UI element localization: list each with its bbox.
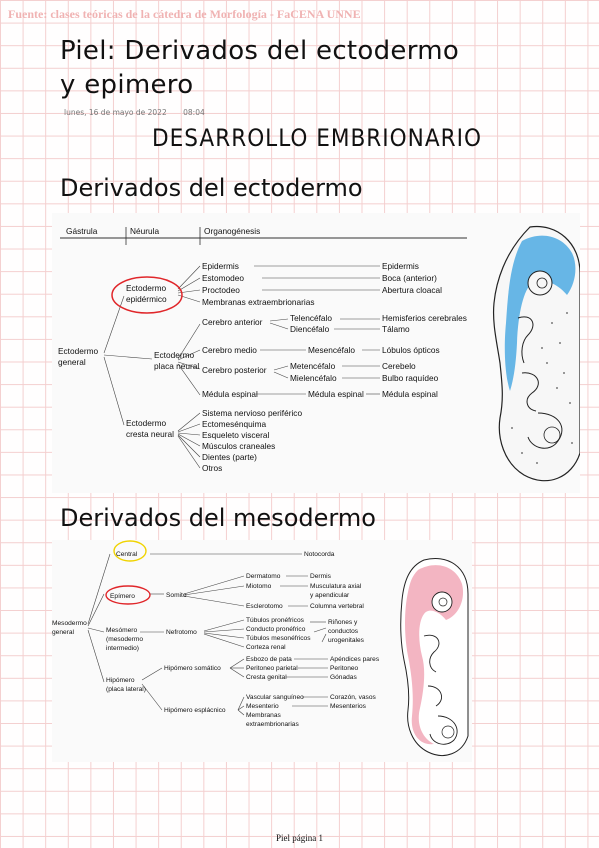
diencefalo: Diencéfalo [290, 324, 330, 334]
nefro-result: conductos [328, 628, 359, 635]
mesoderm-figure: Mesodermo general Central Notocorda Epím… [52, 540, 472, 762]
meso-root-1: Mesodermo [52, 620, 87, 627]
page-title-line-2: y epimero [60, 70, 194, 100]
epi-item: Epidermis [202, 261, 239, 271]
time-label: 08:04 [183, 108, 205, 117]
epi-item: Membranas extraembrionarias [202, 297, 315, 307]
epi-result: Boca (anterior) [382, 273, 437, 283]
embryo-ectoderm-illustration [492, 225, 580, 482]
ecto-cresta-2: cresta neural [126, 429, 174, 439]
cresta-item: Otros [202, 463, 222, 473]
somatico-item: Cresta genital [246, 674, 287, 681]
nefro-item: Corteza renal [246, 644, 286, 651]
neural-item: Cerebro medio [202, 345, 257, 355]
mesomero-1: Mesómero [106, 627, 137, 634]
nefro-item: Conducto pronéfrico [246, 626, 306, 633]
ecto-epi-1: Ectodermo [126, 283, 167, 293]
esplacnico-item: Vascular sanguíneo [246, 694, 304, 701]
esplacnico-result: Corazón, vasos [330, 694, 377, 701]
epidermic-circle [111, 276, 183, 314]
central-highlight [113, 540, 147, 562]
date-label: lunes, 16 de mayo de 2022 [64, 108, 167, 117]
mesoderm-heading: Derivados del mesodermo [60, 504, 376, 532]
ecto-epi-2: epidérmico [126, 294, 167, 304]
neural-result: Hemisferios cerebrales [382, 313, 467, 323]
esplacnico-item: extraembrionarias [246, 721, 299, 728]
metencefalo: Metencéfalo [290, 361, 336, 371]
ecto-neural-2: placa neural [154, 361, 199, 371]
somatico-item: Peritoneo parietal [246, 665, 298, 672]
esplacnico-item: Mesenterio [246, 703, 279, 710]
epi-result: Abertura cloacal [382, 285, 442, 295]
epimero-circle [105, 585, 151, 605]
somatico-result: Gónadas [330, 674, 357, 681]
header-gastrula: Gástrula [66, 226, 98, 236]
hipomero-1: Hipómero [106, 677, 135, 684]
cresta-item: Sistema nervioso periférico [202, 408, 302, 418]
nefrotomo-label: Nefrotomo [166, 629, 197, 636]
somito-result: Musculatura axial [310, 583, 362, 590]
esplacnico-label: Hipómero esplácnico [164, 707, 226, 714]
header-organogenesis: Organogénesis [204, 226, 260, 236]
cresta-item: Músculos craneales [202, 441, 275, 451]
nefro-item: Túbulos mesonéfricos [246, 635, 311, 642]
somatico-item: Esbozo de pata [246, 656, 292, 663]
neural-item: Médula espinal [202, 389, 258, 399]
section-heading: DESARROLLO EMBRIONARIO [152, 124, 482, 152]
epi-item: Estomodeo [202, 273, 244, 283]
cresta-item: Dientes (parte) [202, 452, 257, 462]
telencefalo: Telencéfalo [290, 313, 332, 323]
somito-item: Esclerotomo [246, 603, 283, 610]
epi-item: Proctodeo [202, 285, 240, 295]
medula-espinal: Médula espinal [308, 389, 364, 399]
epi-result: Epidermis [382, 261, 419, 271]
somito-item: Dermatomo [246, 573, 281, 580]
ectoderm-heading: Derivados del ectodermo [60, 174, 363, 202]
page-title-line-1: Piel: Derivados del ectodermo [60, 36, 460, 66]
header-neurula: Néurula [130, 226, 159, 236]
neural-result: Médula espinal [382, 389, 438, 399]
esplacnico-result: Mesenterios [330, 703, 367, 710]
somito-result: y apendicular [310, 592, 350, 599]
neural-result: Cerebelo [382, 361, 416, 371]
somito-result: Columna vertebral [310, 603, 364, 610]
nefro-result: urogenitales [328, 637, 365, 644]
neural-result: Bulbo raquídeo [382, 373, 439, 383]
neural-item: Cerebro anterior [202, 317, 263, 327]
central-label: Central [116, 551, 138, 558]
cresta-item: Ectomesénquima [202, 419, 266, 429]
hipomero-2: (placa lateral) [106, 686, 146, 693]
ecto-root-2: general [58, 357, 86, 367]
mesomero-2: (mesodermo [106, 636, 143, 643]
somito-result: Dermis [310, 573, 332, 580]
embryo-mesoderm-illustration [400, 558, 469, 756]
somatico-result: Peritoneo [330, 665, 359, 672]
ecto-root-1: Ectodermo [58, 346, 99, 356]
ecto-cresta-1: Ectodermo [126, 418, 167, 428]
mesencefalo: Mesencéfalo [308, 345, 355, 355]
notocorda-label: Notocorda [304, 551, 335, 558]
esplacnico-item: Membranas [246, 712, 282, 719]
ecto-neural-1: Ectodermo [154, 350, 195, 360]
timestamp: lunes, 16 de mayo de 2022 08:04 [64, 108, 219, 117]
somatico-label: Hipómero somático [164, 665, 221, 672]
source-header: Fuente: clases teóricas de la cátedra de… [8, 7, 361, 21]
nefro-item: Túbulos pronéfricos [246, 617, 305, 624]
neural-item: Cerebro posterior [202, 365, 267, 375]
mielencefalo: Mielencéfalo [290, 373, 337, 383]
somatico-result: Apéndices pares [330, 656, 380, 663]
mesomero-3: intermedio) [106, 645, 139, 652]
nefro-result: Riñones y [328, 619, 358, 626]
somito-item: Miotomo [246, 583, 272, 590]
page-footer: Piel página 1 [276, 833, 323, 843]
meso-root-2: general [52, 629, 75, 636]
somito-label: Somito [166, 592, 187, 599]
cresta-item: Esqueleto visceral [202, 430, 269, 440]
neural-result: Lóbulos ópticos [382, 345, 440, 355]
epimero-label: Epímero [110, 593, 135, 600]
ectoderm-figure: Gástrula Néurula Organogénesis Ectodermo… [52, 213, 580, 493]
neural-result: Tálamo [382, 324, 410, 334]
